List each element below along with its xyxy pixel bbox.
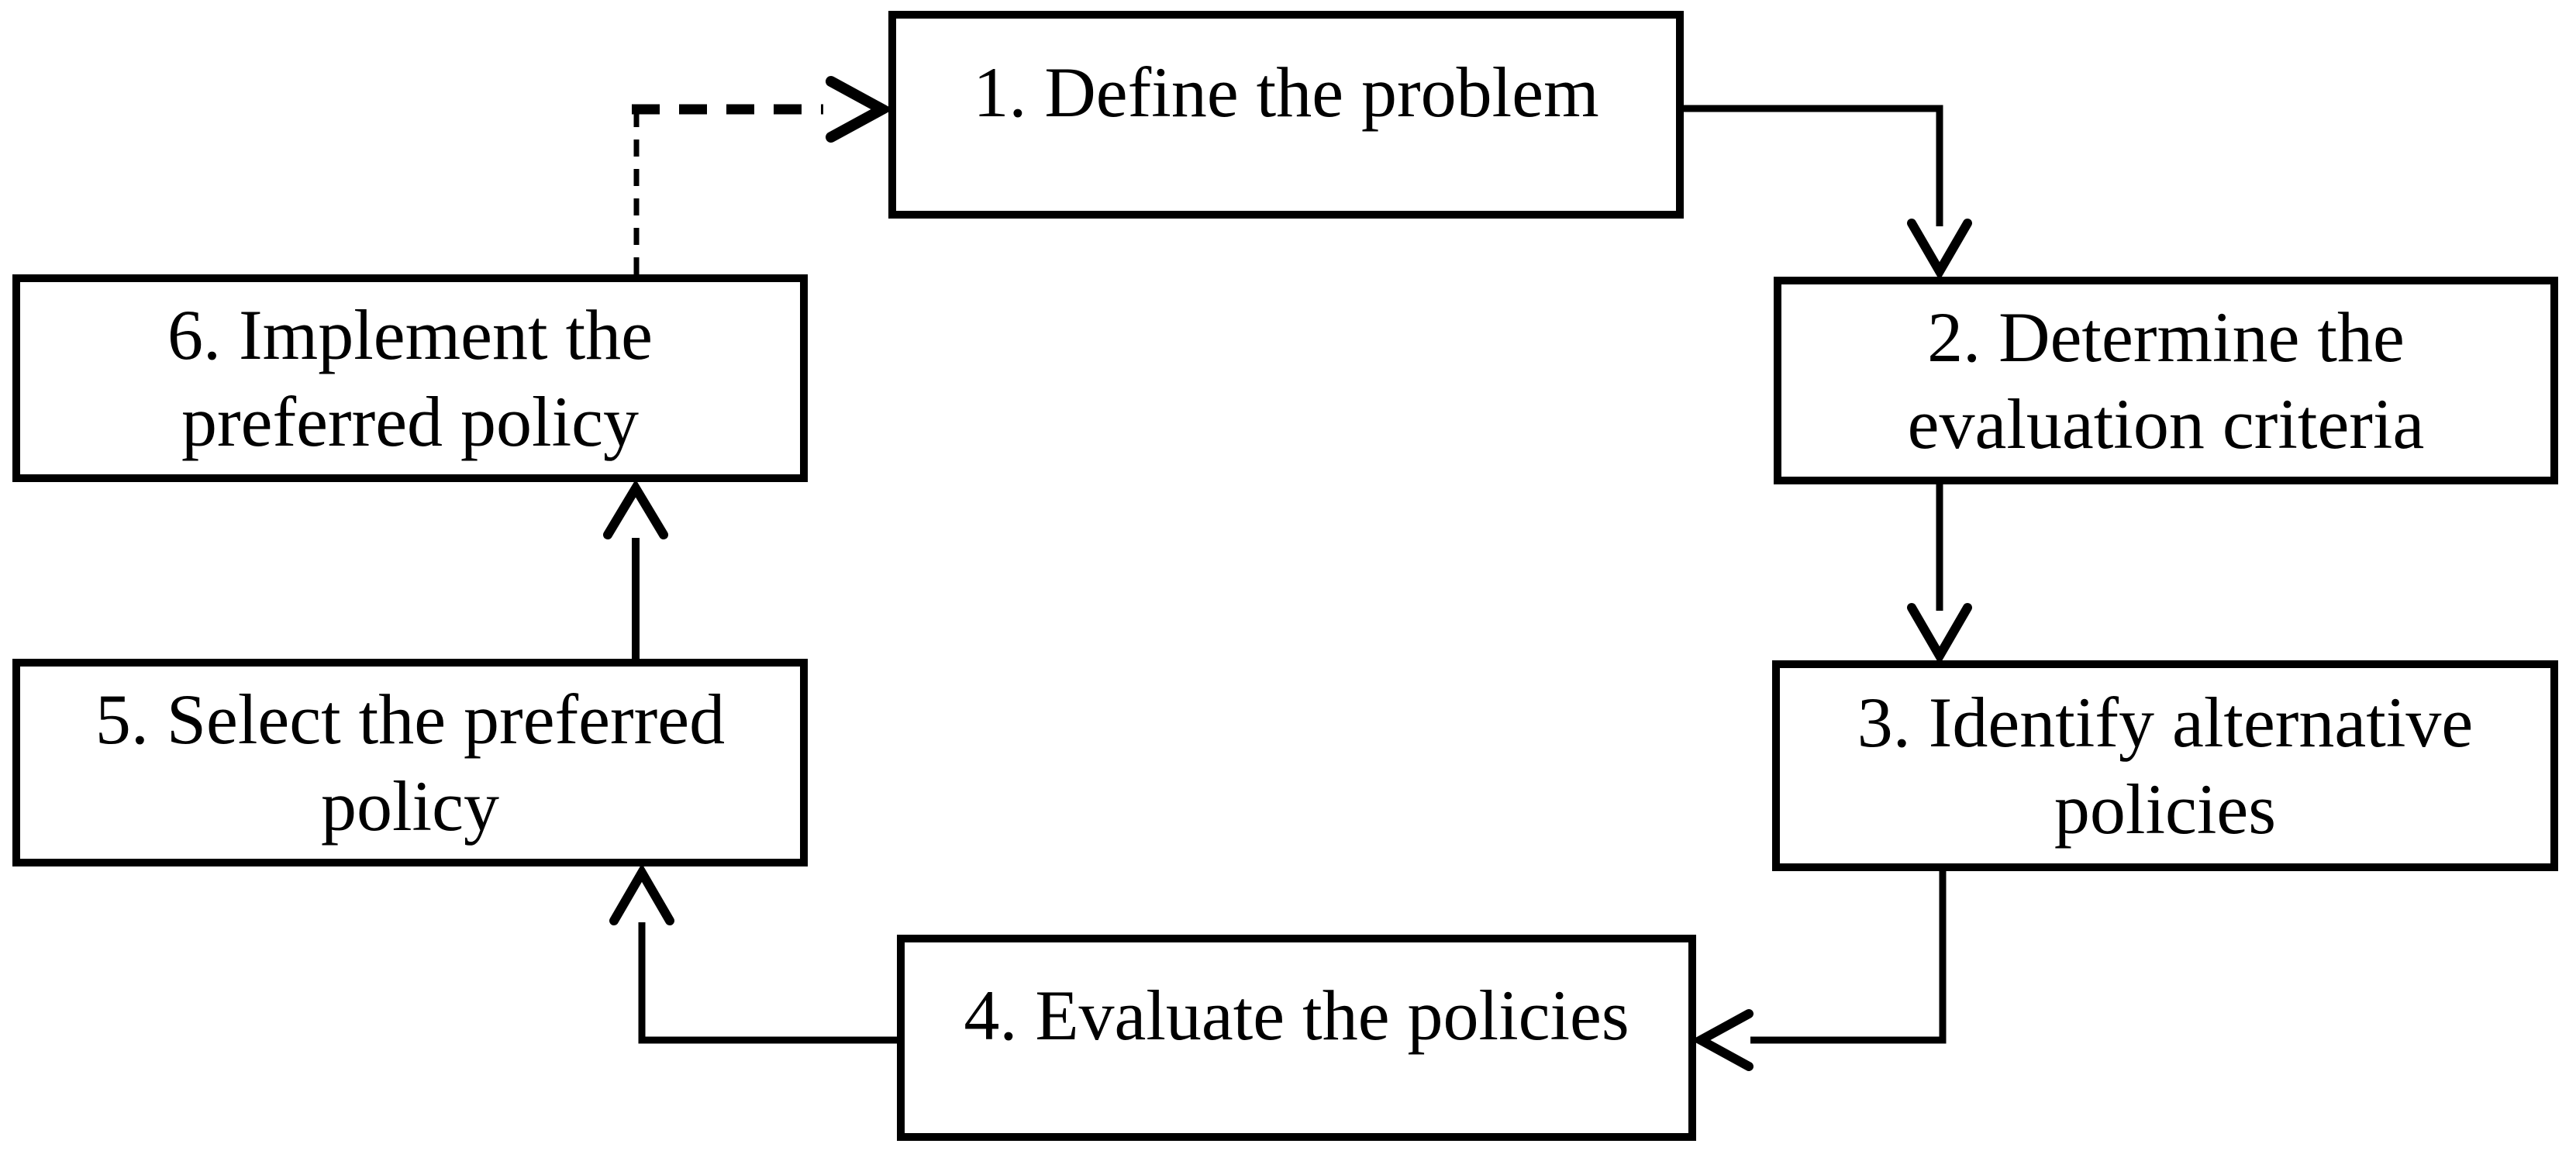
arrowhead-up-icon bbox=[603, 479, 668, 539]
step-box-evaluate-policies: 4. Evaluate the policies bbox=[897, 935, 1696, 1141]
arrowhead-down-icon bbox=[1907, 219, 1972, 281]
edge-1-to-2 bbox=[1681, 105, 1972, 281]
step-label-2: 2. Determine the evaluation criteria bbox=[1907, 297, 2425, 463]
step-label-4: 4. Evaluate the policies bbox=[964, 975, 1629, 1055]
arrowhead-up-icon bbox=[609, 863, 674, 925]
edge-6-to-1-dashed bbox=[632, 76, 894, 274]
arrowhead-left-icon bbox=[1691, 1009, 1754, 1071]
edge-3-to-4 bbox=[1691, 871, 1947, 1071]
edge-2-to-3 bbox=[1907, 484, 1972, 665]
edge-4-to-5-line bbox=[638, 922, 897, 1044]
arrowhead-down-icon bbox=[1907, 603, 1972, 665]
edge-4-to-5 bbox=[609, 863, 897, 1044]
arrowhead-right-icon bbox=[826, 76, 894, 143]
edge-1-to-2-line bbox=[1681, 105, 1943, 226]
edge-5-to-6 bbox=[603, 479, 668, 659]
step-box-implement-policy: 6. Implement the preferred policy bbox=[12, 274, 808, 482]
step-label-3: 3. Identify alternative policies bbox=[1857, 682, 2474, 849]
edge-3-to-4-line bbox=[1750, 871, 1947, 1044]
step-label-6: 6. Implement the preferred policy bbox=[167, 295, 653, 461]
step-box-select-policy: 5. Select the preferred policy bbox=[12, 659, 808, 866]
step-box-identify-alternatives: 3. Identify alternative policies bbox=[1772, 660, 2558, 871]
step-label-5: 5. Select the preferred policy bbox=[95, 679, 726, 846]
step-box-define-problem: 1. Define the problem bbox=[888, 11, 1684, 219]
step-box-determine-criteria: 2. Determine the evaluation criteria bbox=[1774, 277, 2558, 484]
step-label-1: 1. Define the problem bbox=[973, 52, 1599, 132]
